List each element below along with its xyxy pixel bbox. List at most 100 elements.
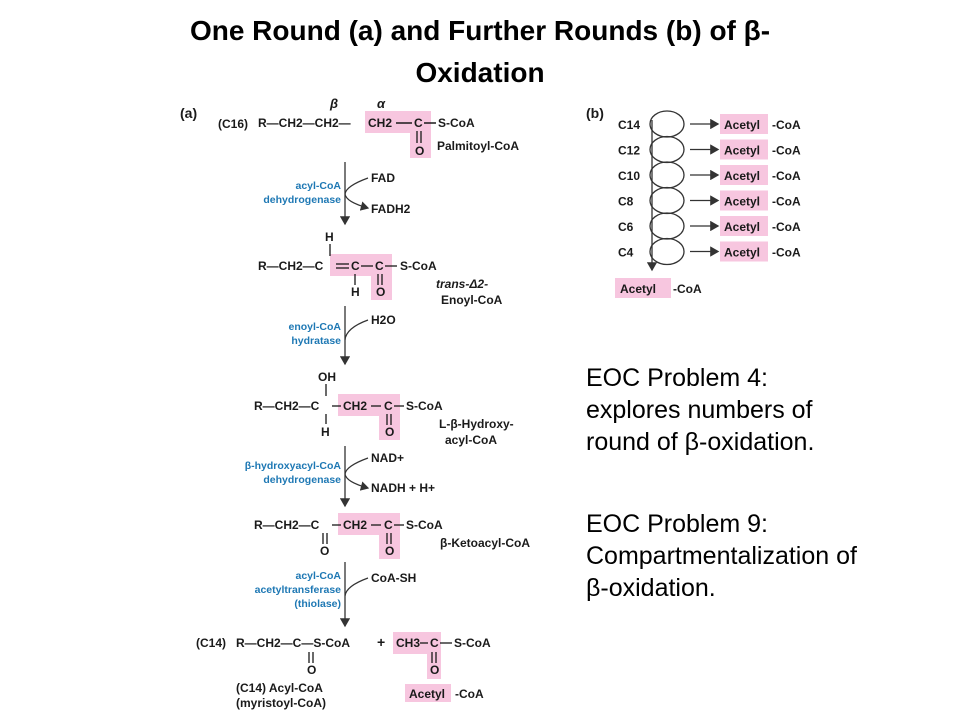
round-acetyl-box <box>720 114 768 134</box>
palmitoyl-chain: (C16) <box>218 117 248 131</box>
highlight-keto <box>338 513 400 535</box>
enzyme-hydroxyacyl-dehydrogenase-1: β-hydroxyacyl-CoA <box>245 460 342 472</box>
step-thiolysis: acyl-CoA acetyltransferase (thiolase) Co… <box>255 562 416 628</box>
round-acetyl-label: Acetyl <box>724 118 760 132</box>
hydroxy-scoa: S-CoA <box>406 399 443 413</box>
eoc-problem-9-note: EOC Problem 9: Compartmentalization of β… <box>586 508 857 604</box>
round-carbon-label: C8 <box>618 195 634 209</box>
round-carbon-label: C4 <box>618 246 634 260</box>
fad-label: FAD <box>371 171 395 185</box>
note-1-line-2: explores numbers of <box>586 396 813 424</box>
coash-label: CoA-SH <box>371 571 416 585</box>
keto-formula: R—CH2—C <box>254 518 320 532</box>
round-loop <box>649 237 685 266</box>
enzyme-acyl-coa-dehydrogenase-1: acyl-CoA <box>295 180 341 192</box>
enoyl-formula: R—CH2—C <box>258 259 324 273</box>
acetyl-box-label: Acetyl <box>409 687 445 701</box>
keto-ch2: CH2 <box>343 518 367 532</box>
keto-c: C <box>384 518 393 532</box>
round-acetyl-label: Acetyl <box>724 246 760 260</box>
enzyme-thiolase-2: acetyltransferase <box>255 584 342 596</box>
acetyl-ch3: CH3 <box>396 636 420 650</box>
hydroxy-name-1: L-β-Hydroxy- <box>439 417 514 431</box>
round-loop <box>649 110 685 138</box>
panel-b-label: (b) <box>586 105 604 121</box>
acetyl-c: C <box>430 636 439 650</box>
keto-oxygen-left: O <box>320 544 329 558</box>
final-acetyl-coa: Acetyl -CoA <box>615 120 702 298</box>
nadh-label: NADH + H+ <box>371 481 435 495</box>
keto-oxygen-right: O <box>385 544 394 558</box>
round-acetyl-label: Acetyl <box>724 220 760 234</box>
acyl-name-1: (C14) Acyl-CoA <box>236 681 323 695</box>
highlight-keto-oxygen <box>379 532 400 559</box>
enzyme-thiolase-3: (thiolase) <box>294 598 341 610</box>
hydroxy-c: C <box>384 399 393 413</box>
plus-sign: + <box>377 634 385 650</box>
enoyl-h-top: H <box>325 230 334 244</box>
round-acetyl-label: Acetyl <box>724 195 760 209</box>
acetyl-oxygen: O <box>430 663 439 677</box>
enoyl-name-2: Enoyl-CoA <box>441 293 503 307</box>
acetyl-scoa: S-CoA <box>454 636 491 650</box>
palmitoyl-oxygen: O <box>415 144 424 158</box>
enzyme-hydroxyacyl-dehydrogenase-2: dehydrogenase <box>263 474 341 486</box>
enzyme-enoyl-coa-hydratase-2: hydratase <box>291 335 341 347</box>
round-coa-label: -CoA <box>772 144 801 158</box>
note-2-line-2: Compartmentalization of <box>586 542 857 570</box>
slide-title: One Round (a) and Further Rounds (b) of … <box>40 10 920 94</box>
enzyme-enoyl-coa-hydratase-1: enoyl-CoA <box>289 321 342 333</box>
enoyl-scoa: S-CoA <box>400 259 437 273</box>
round-coa-label: -CoA <box>772 195 801 209</box>
hydroxyacyl-coa: OH R—CH2—C CH2 C S-CoA H O L-β-Hydroxy- … <box>254 370 514 447</box>
ketoacyl-coa: R—CH2—C CH2 C S-CoA O O β-Ketoacyl-CoA <box>254 513 530 559</box>
enoyl-c1: C <box>375 259 384 273</box>
title-line-1: One Round (a) and Further Rounds (b) of … <box>189 15 771 46</box>
round-coa-label: -CoA <box>772 118 801 132</box>
hydroxy-oh: OH <box>318 370 336 384</box>
palmitoyl-carbonyl: C <box>414 116 423 130</box>
round-loop <box>649 135 685 164</box>
round-carbon-label: C6 <box>618 220 634 234</box>
palmitoyl-scoa: S-CoA <box>438 116 475 130</box>
highlight-acetyl-group <box>393 632 441 654</box>
round-acetyl-box <box>720 190 768 211</box>
hydroxy-ch2: CH2 <box>343 399 367 413</box>
final-coa-label: -CoA <box>673 282 702 296</box>
note-1-line-3: round of β-oxidation. <box>586 428 815 456</box>
palmitoyl-coa: β α (C16) R—CH2—CH2— CH2 C S-CoA O Palmi… <box>218 96 519 158</box>
acetyl-coa-label: -CoA <box>455 687 484 701</box>
round-acetyl-box <box>720 165 768 185</box>
round-acetyl-box <box>720 241 768 262</box>
enoyl-coa: H R—CH2—C C C S-CoA H O trans-Δ2- Enoyl-… <box>258 230 503 307</box>
step-hydration: enoyl-CoA hydratase H2O <box>289 306 396 366</box>
hydroxy-h: H <box>321 425 330 439</box>
hydroxy-name-2: acyl-CoA <box>445 433 497 447</box>
round-coa-label: -CoA <box>772 220 801 234</box>
palmitoyl-ch2: CH2 <box>368 116 392 130</box>
beta-marker: β <box>329 96 338 111</box>
round-coa-label: -CoA <box>772 246 801 260</box>
keto-name: β-Ketoacyl-CoA <box>440 536 530 550</box>
round-acetyl-box <box>720 216 768 236</box>
highlight-enoyl <box>330 254 392 276</box>
round-acetyl-label: Acetyl <box>724 144 760 158</box>
final-acetyl-label: Acetyl <box>620 282 656 296</box>
keto-scoa: S-CoA <box>406 518 443 532</box>
nad-label: NAD+ <box>371 451 404 465</box>
alpha-marker: α <box>377 96 386 111</box>
round-loop <box>649 212 685 240</box>
highlight-acetyl-oxygen <box>427 651 441 679</box>
enoyl-h-bottom: H <box>351 285 360 299</box>
title-line-2: Oxidation <box>415 57 545 88</box>
round-acetyl-box <box>720 139 768 160</box>
fadh2-label: FADH2 <box>371 202 411 216</box>
enzyme-thiolase-1: acyl-CoA <box>295 570 341 582</box>
enoyl-name-1: trans-Δ2- <box>436 277 488 291</box>
round-carbon-label: C12 <box>618 144 640 158</box>
highlight-enoyl-oxygen <box>371 273 392 300</box>
acyl-name-2: (myristoyl-CoA) <box>236 696 326 710</box>
acyl-formula: R—CH2—C—S-CoA <box>236 636 350 650</box>
